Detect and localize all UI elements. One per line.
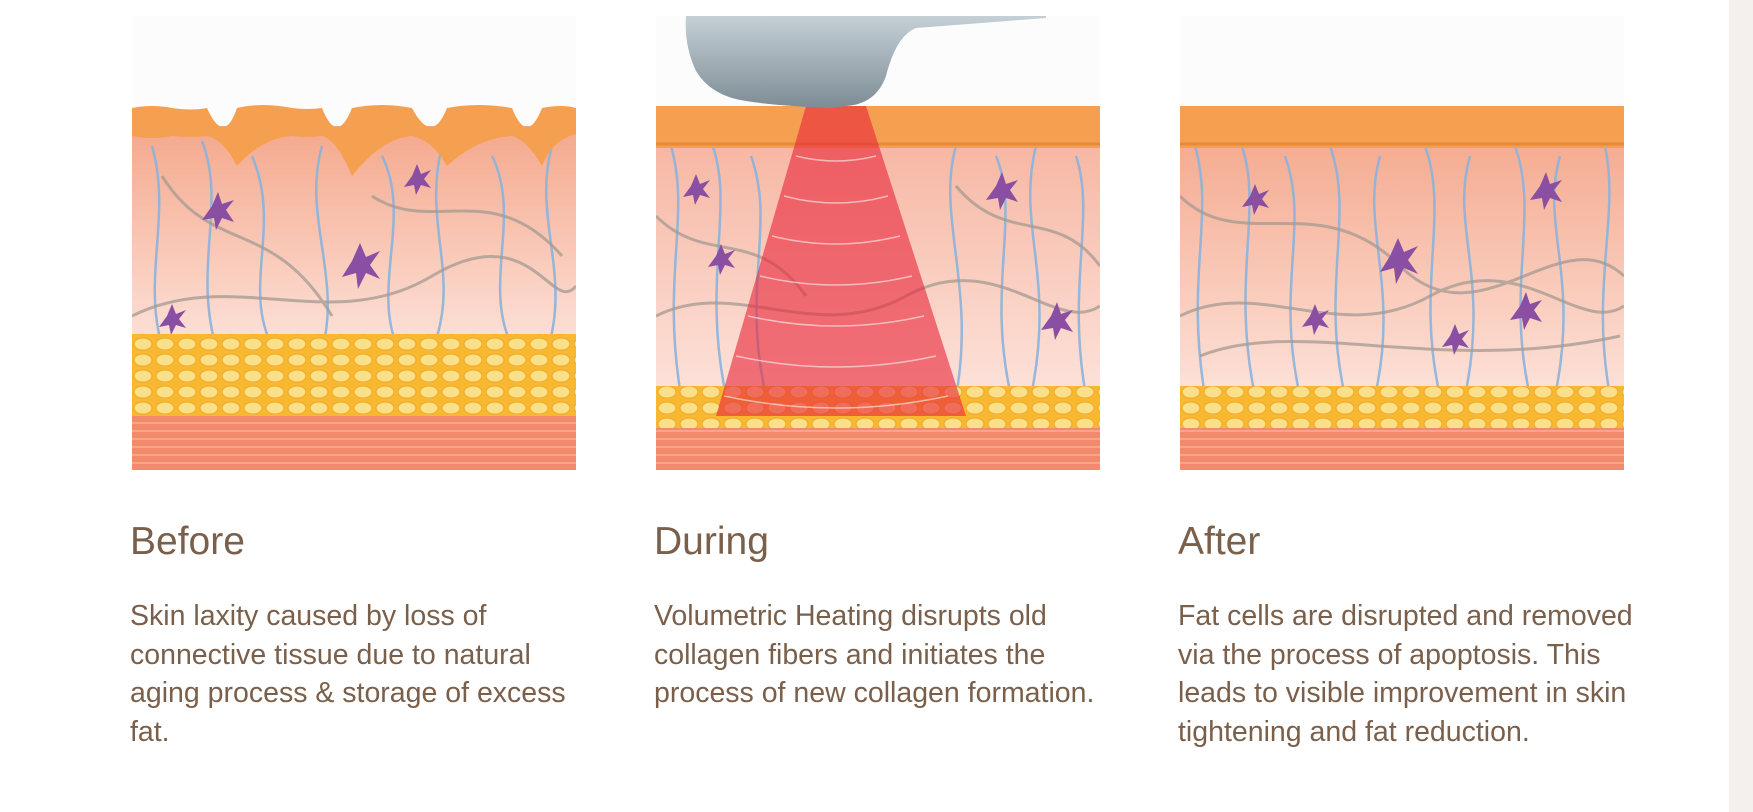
- stage-description: Volumetric Heating disrupts old collagen…: [654, 600, 1095, 709]
- stage-title: Before: [130, 520, 245, 563]
- stage-title: After: [1178, 520, 1261, 563]
- skin-before-illustration: [132, 16, 576, 470]
- handpiece-device-icon: [685, 16, 1046, 108]
- stage-description: Skin laxity caused by loss of connective…: [130, 600, 566, 748]
- skin-after-illustration: [1180, 16, 1624, 470]
- page-edge-gutter: [1729, 0, 1753, 812]
- heat-beam-icon: [716, 106, 966, 416]
- stage-description: Fat cells are disrupted and removed via …: [1178, 600, 1633, 748]
- skin-during-illustration: [656, 16, 1100, 470]
- stage-title: During: [654, 520, 769, 563]
